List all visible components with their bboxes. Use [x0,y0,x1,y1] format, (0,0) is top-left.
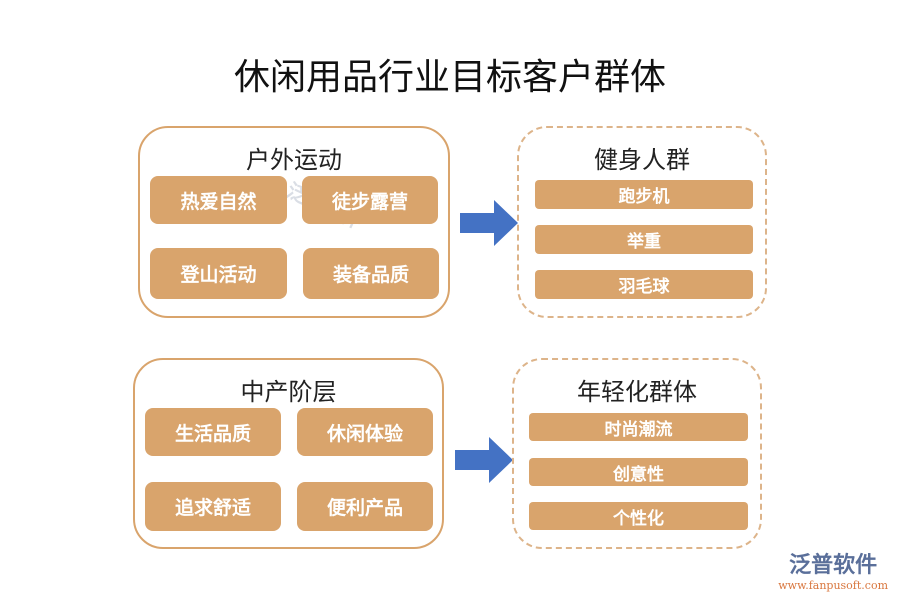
bar: 举重 [535,225,753,254]
tile: 追求舒适 [145,482,281,531]
tile: 装备品质 [303,248,439,299]
diagram-title: 休闲用品行业目标客户群体 [233,57,666,98]
group-young [512,358,762,549]
logo-url: www.fanpusoft.com [778,579,888,592]
group-title: 中产阶层 [240,378,337,406]
logo: 泛普软件 www.fanpusoft.com [778,547,888,592]
bar: 个性化 [529,502,748,530]
arrow-right-icon [460,200,518,246]
group-middle-class [133,358,444,549]
bar: 时尚潮流 [529,413,748,441]
group-fitness [517,126,767,318]
tile: 登山活动 [150,248,287,299]
logo-name: 泛普软件 [789,553,878,578]
group-title: 健身人群 [594,146,690,174]
group-title: 户外运动 [246,146,342,174]
tile: 便利产品 [297,482,433,531]
bar: 创意性 [529,458,748,486]
tile: 生活品质 [145,408,281,456]
bar: 跑步机 [535,180,753,209]
bar: 羽毛球 [535,270,753,299]
group-outdoor [138,126,450,318]
tile: 热爱自然 [150,176,287,224]
tile: 休闲体验 [297,408,433,456]
group-title: 年轻化群体 [577,378,697,406]
arrow-right-icon [455,437,513,483]
tile: 徒步露营 [302,176,438,224]
